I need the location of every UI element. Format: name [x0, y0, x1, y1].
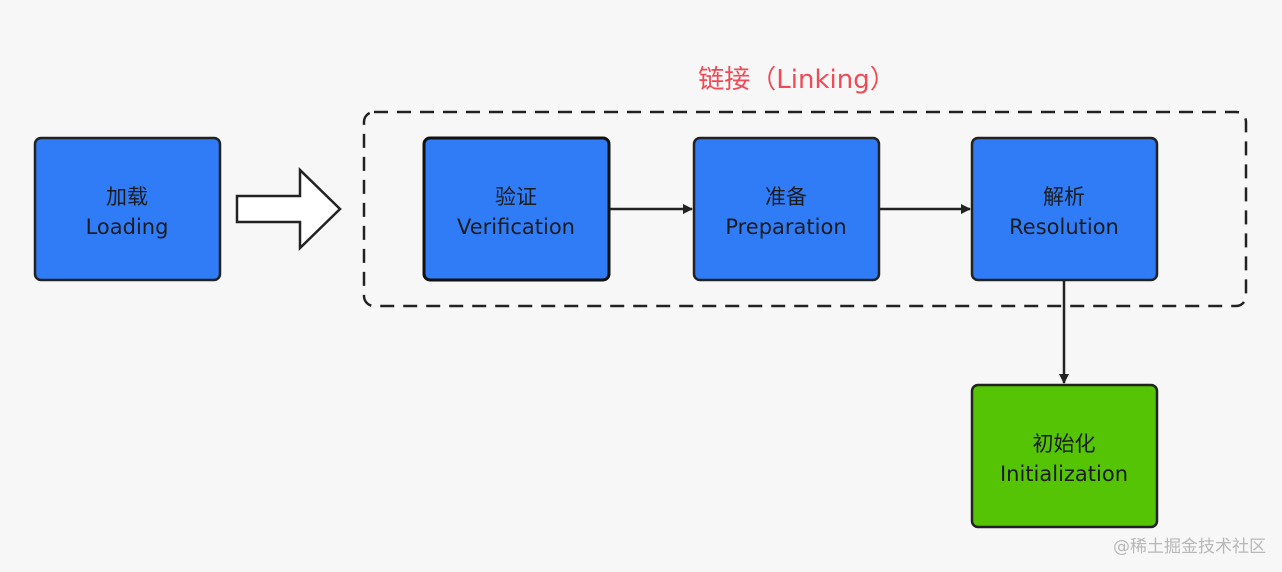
stage-loading-en: Loading — [86, 215, 169, 239]
stage-initialization: 初始化 Initialization — [970, 383, 1159, 529]
stage-preparation-en: Preparation — [725, 215, 846, 239]
stage-resolution: 解析 Resolution — [970, 136, 1159, 282]
stage-verification-zh: 验证 — [495, 185, 537, 209]
watermark: @稀土掘金技术社区 — [1113, 537, 1266, 557]
stage-preparation-zh: 准备 — [765, 185, 807, 209]
stage-initialization-zh: 初始化 — [1033, 432, 1096, 456]
linking-group-border — [362, 110, 1248, 308]
stage-loading-zh: 加载 — [106, 185, 148, 209]
stage-preparation: 准备 Preparation — [692, 136, 881, 282]
stage-verification-en: Verification — [457, 215, 575, 239]
stage-resolution-en: Resolution — [1009, 215, 1119, 239]
stage-initialization-en: Initialization — [1000, 462, 1128, 486]
linking-group-title: 链接（Linking） — [698, 65, 895, 95]
stage-verification: 验证 Verification — [422, 136, 611, 282]
hollow-arrow-icon — [235, 167, 342, 251]
stage-resolution-zh: 解析 — [1043, 185, 1085, 209]
stage-loading: 加载 Loading — [33, 136, 222, 282]
